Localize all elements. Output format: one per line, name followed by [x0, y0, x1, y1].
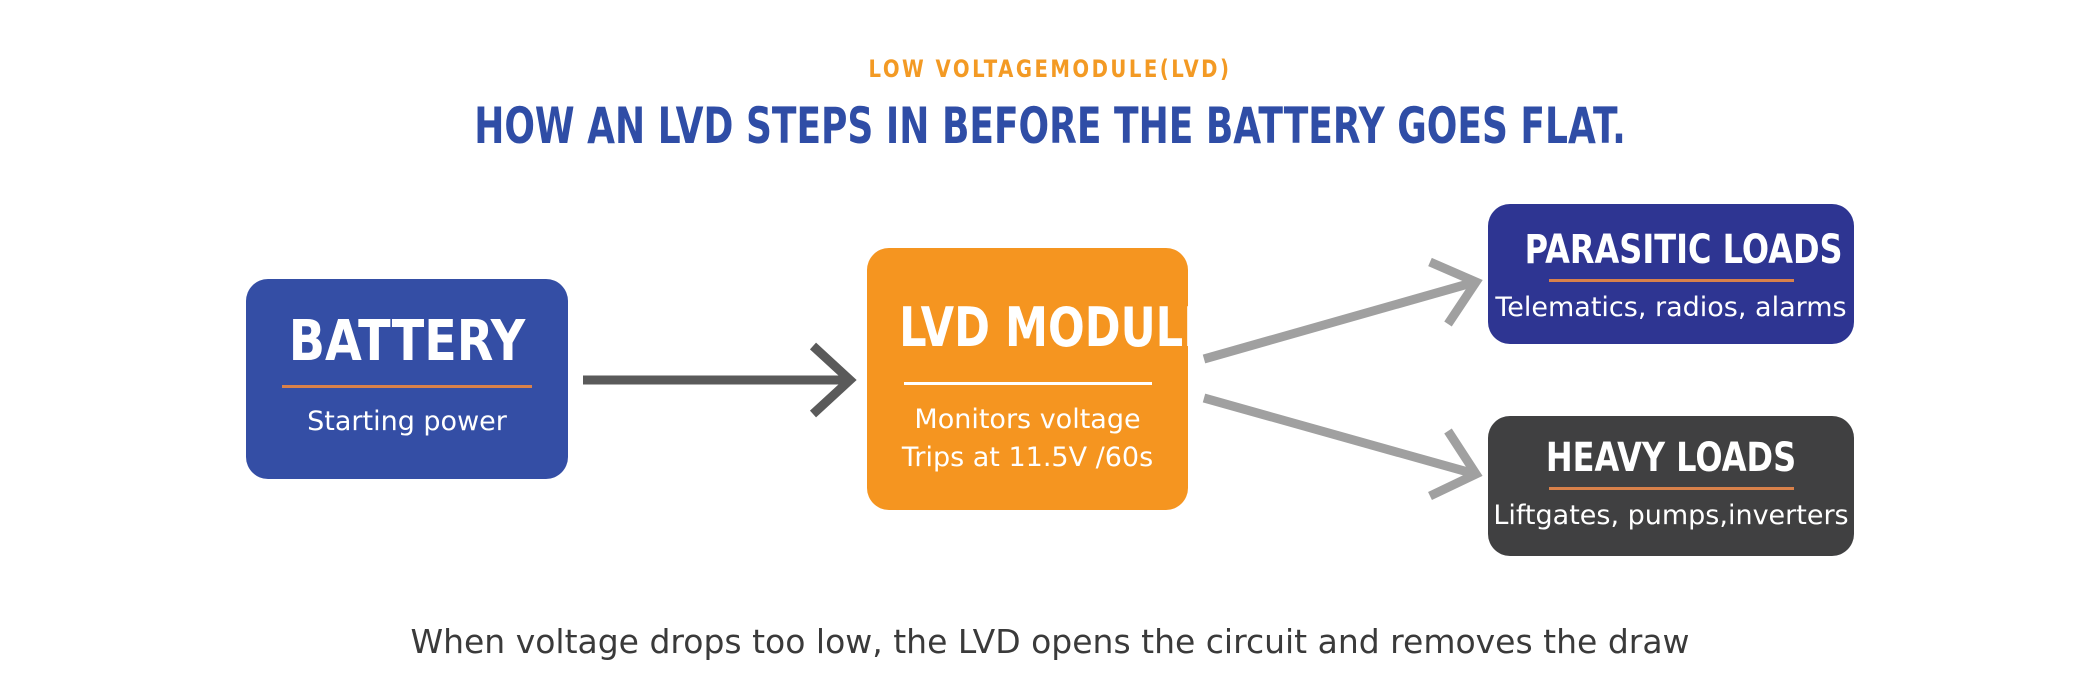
- heavy-loads-subtitle: Liftgates, pumps,inverters: [1493, 500, 1849, 531]
- lvd-module-line-2: Trips at 11.5V /60s: [901, 442, 1154, 473]
- battery-title: BATTERY: [288, 309, 526, 374]
- heavy-loads-node: HEAVY LOADS Liftgates, pumps,inverters: [1488, 416, 1854, 556]
- heavy-loads-title: HEAVY LOADS: [1545, 435, 1797, 481]
- battery-subtitle: Starting power: [307, 406, 507, 437]
- arrow-lvd-to-heavy: [1202, 393, 1483, 501]
- caption: When voltage drops too low, the LVD open…: [410, 622, 1690, 661]
- lvd-module-title: LVD MODULE: [899, 296, 1213, 359]
- lvd-module-divider: [903, 382, 1152, 385]
- parasitic-loads-title: PARASITIC LOADS: [1524, 227, 1843, 273]
- heavy-loads-divider: [1548, 487, 1794, 490]
- battery-node: BATTERY Starting power: [246, 279, 568, 479]
- battery-divider: [282, 385, 532, 388]
- page-title: HOW AN LVD STEPS IN BEFORE THE BATTERY G…: [474, 97, 1626, 155]
- lvd-module-line-1: Monitors voltage: [914, 404, 1141, 435]
- parasitic-loads-node: PARASITIC LOADS Telematics, radios, alar…: [1488, 204, 1854, 344]
- parasitic-loads-subtitle: Telematics, radios, alarms: [1495, 292, 1847, 323]
- arrow-lvd-to-parasitic: [1202, 257, 1483, 364]
- parasitic-loads-divider: [1548, 279, 1794, 282]
- eyebrow-label: LOW VOLTAGEMODULE(LVD): [868, 55, 1232, 83]
- arrow-battery-to-lvd: [583, 342, 857, 418]
- lvd-module-node: LVD MODULE Monitors voltage Trips at 11.…: [867, 248, 1213, 510]
